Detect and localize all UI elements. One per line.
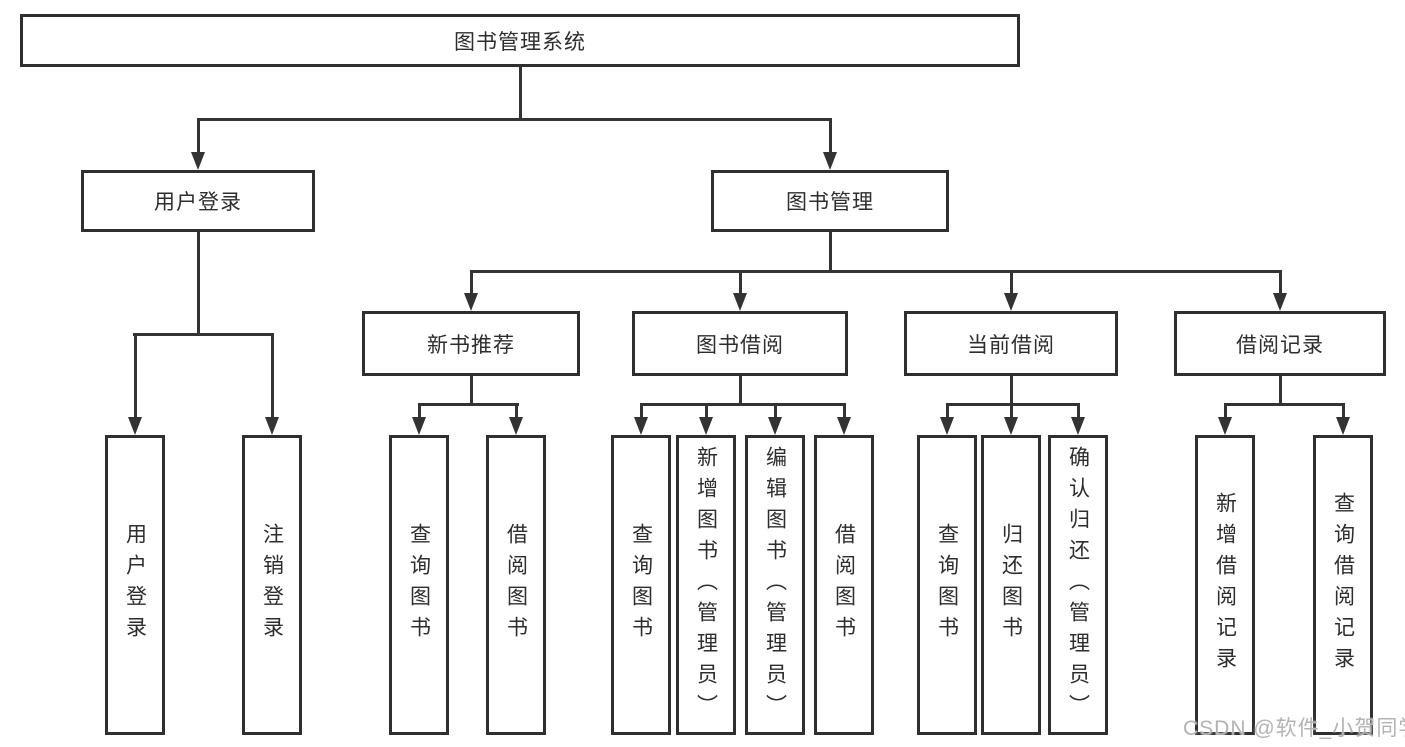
arrowhead-to-nb-query <box>412 417 426 435</box>
node-leaf-records-query-label: 查询借阅记录 <box>1331 492 1355 678</box>
arrowhead-to-bb-query <box>634 417 648 435</box>
arrowhead-to-book-mgmt <box>823 152 837 170</box>
node-user-login: 用户登录 <box>81 170 315 232</box>
node-leaf-bookborrow-query-label: 查询图书 <box>629 523 653 647</box>
connector-book-borrow-stem <box>739 376 742 405</box>
node-leaf-bookborrow-edit-admin-label: 编辑图书（管理员） <box>763 445 787 725</box>
connector-drop-bb-add <box>705 403 708 419</box>
node-leaf-newbooks-borrow: 借阅图书 <box>486 435 546 735</box>
connector-book-borrow-bus <box>640 403 846 406</box>
connector-borrow-records-stem <box>1279 376 1282 405</box>
arrowhead-to-cb-confirm <box>1071 417 1085 435</box>
connector-drop-current-borrow <box>1010 270 1013 295</box>
node-leaf-newbooks-borrow-label: 借阅图书 <box>504 523 528 647</box>
node-new-books: 新书推荐 <box>362 311 580 376</box>
arrowhead-to-cb-return <box>1004 417 1018 435</box>
node-book-mgmt-label: 图书管理 <box>786 191 874 214</box>
connector-current-borrow-stem <box>1010 376 1013 405</box>
connector-book-mgmt-bus <box>470 270 1282 273</box>
connector-root-bus <box>197 118 832 121</box>
arrowhead-to-current-borrow <box>1004 293 1018 311</box>
arrowhead-to-cb-query <box>940 417 954 435</box>
connector-user-login-bus <box>133 333 273 336</box>
arrowhead-to-leaf-logout <box>265 417 279 435</box>
node-library-management-system-label: 图书管理系统 <box>454 30 586 54</box>
arrowhead-to-book-borrow <box>733 293 747 311</box>
connector-drop-cb-query <box>946 403 949 419</box>
node-leaf-currentborrow-query: 查询图书 <box>917 435 977 735</box>
arrowhead-to-bb-edit <box>768 417 782 435</box>
node-leaf-records-add-label: 新增借阅记录 <box>1213 492 1237 678</box>
connector-root-stem <box>519 67 522 119</box>
node-book-borrow: 图书借阅 <box>632 311 848 376</box>
connector-drop-br-query <box>1342 403 1345 419</box>
node-library-management-system: 图书管理系统 <box>20 14 1020 67</box>
connector-drop-nb-borrow <box>515 403 518 419</box>
arrowhead-to-br-query <box>1336 417 1350 435</box>
connector-drop-borrow-records <box>1279 270 1282 295</box>
node-leaf-currentborrow-confirm-admin-label: 确认归还（管理员） <box>1066 445 1090 725</box>
connector-current-borrow-bus <box>946 403 1080 406</box>
node-leaf-bookborrow-edit-admin: 编辑图书（管理员） <box>745 435 805 735</box>
node-leaf-currentborrow-return-label: 归还图书 <box>999 523 1023 647</box>
node-leaf-user-login-label: 用户登录 <box>123 523 147 647</box>
node-leaf-records-add: 新增借阅记录 <box>1195 435 1255 735</box>
node-leaf-currentborrow-return: 归还图书 <box>981 435 1041 735</box>
arrowhead-to-nb-borrow <box>509 417 523 435</box>
node-new-books-label: 新书推荐 <box>427 333 515 357</box>
connector-drop-br-add <box>1224 403 1227 419</box>
arrowhead-to-user-login <box>191 152 205 170</box>
node-leaf-newbooks-query-label: 查询图书 <box>407 523 431 647</box>
connector-book-mgmt-stem <box>829 232 832 273</box>
arrowhead-to-borrow-records <box>1273 293 1287 311</box>
node-leaf-bookborrow-borrow: 借阅图书 <box>814 435 874 735</box>
arrowhead-to-br-add <box>1218 417 1232 435</box>
connector-drop-leaf-logout <box>271 333 274 419</box>
node-borrow-records-label: 借阅记录 <box>1236 333 1324 357</box>
connector-drop-nb-query <box>418 403 421 419</box>
connector-drop-cb-return <box>1010 403 1013 419</box>
connector-drop-cb-confirm <box>1077 403 1080 419</box>
connector-borrow-records-bus <box>1224 403 1345 406</box>
node-leaf-newbooks-query: 查询图书 <box>389 435 449 735</box>
node-leaf-logout-label: 注销登录 <box>260 523 284 647</box>
connector-drop-new-books <box>470 270 473 295</box>
connector-drop-user-login <box>197 118 200 154</box>
node-user-login-label: 用户登录 <box>154 191 242 214</box>
arrowhead-to-new-books <box>464 293 478 311</box>
arrowhead-to-bb-borrow <box>837 417 851 435</box>
connector-drop-book-borrow <box>739 270 742 295</box>
arrowhead-to-leaf-user-login <box>128 417 142 435</box>
node-borrow-records: 借阅记录 <box>1174 311 1386 376</box>
node-leaf-records-query: 查询借阅记录 <box>1313 435 1373 735</box>
node-leaf-bookborrow-query: 查询图书 <box>611 435 671 735</box>
connector-new-books-stem <box>470 376 473 405</box>
node-leaf-bookborrow-add-admin-label: 新增图书（管理员） <box>694 445 718 725</box>
node-leaf-logout: 注销登录 <box>242 435 302 735</box>
node-book-borrow-label: 图书借阅 <box>696 333 784 357</box>
node-current-borrow: 当前借阅 <box>904 311 1118 376</box>
node-book-mgmt: 图书管理 <box>711 170 949 232</box>
connector-drop-bb-borrow <box>843 403 846 419</box>
node-leaf-user-login: 用户登录 <box>105 435 165 735</box>
node-leaf-bookborrow-add-admin: 新增图书（管理员） <box>676 435 736 735</box>
node-leaf-currentborrow-query-label: 查询图书 <box>935 523 959 647</box>
arrowhead-to-bb-add <box>699 417 713 435</box>
connector-drop-leaf-user-login <box>134 333 137 419</box>
csdn-watermark: CSDN @软件_小贺同学 <box>1183 717 1405 740</box>
connector-drop-bb-query <box>640 403 643 419</box>
node-current-borrow-label: 当前借阅 <box>967 333 1055 357</box>
connector-drop-bb-edit <box>774 403 777 419</box>
connector-user-login-stem <box>197 232 200 335</box>
connector-drop-book-mgmt <box>829 118 832 154</box>
connector-new-books-bus <box>418 403 519 406</box>
node-leaf-currentborrow-confirm-admin: 确认归还（管理员） <box>1048 435 1108 735</box>
node-leaf-bookborrow-borrow-label: 借阅图书 <box>832 523 856 647</box>
